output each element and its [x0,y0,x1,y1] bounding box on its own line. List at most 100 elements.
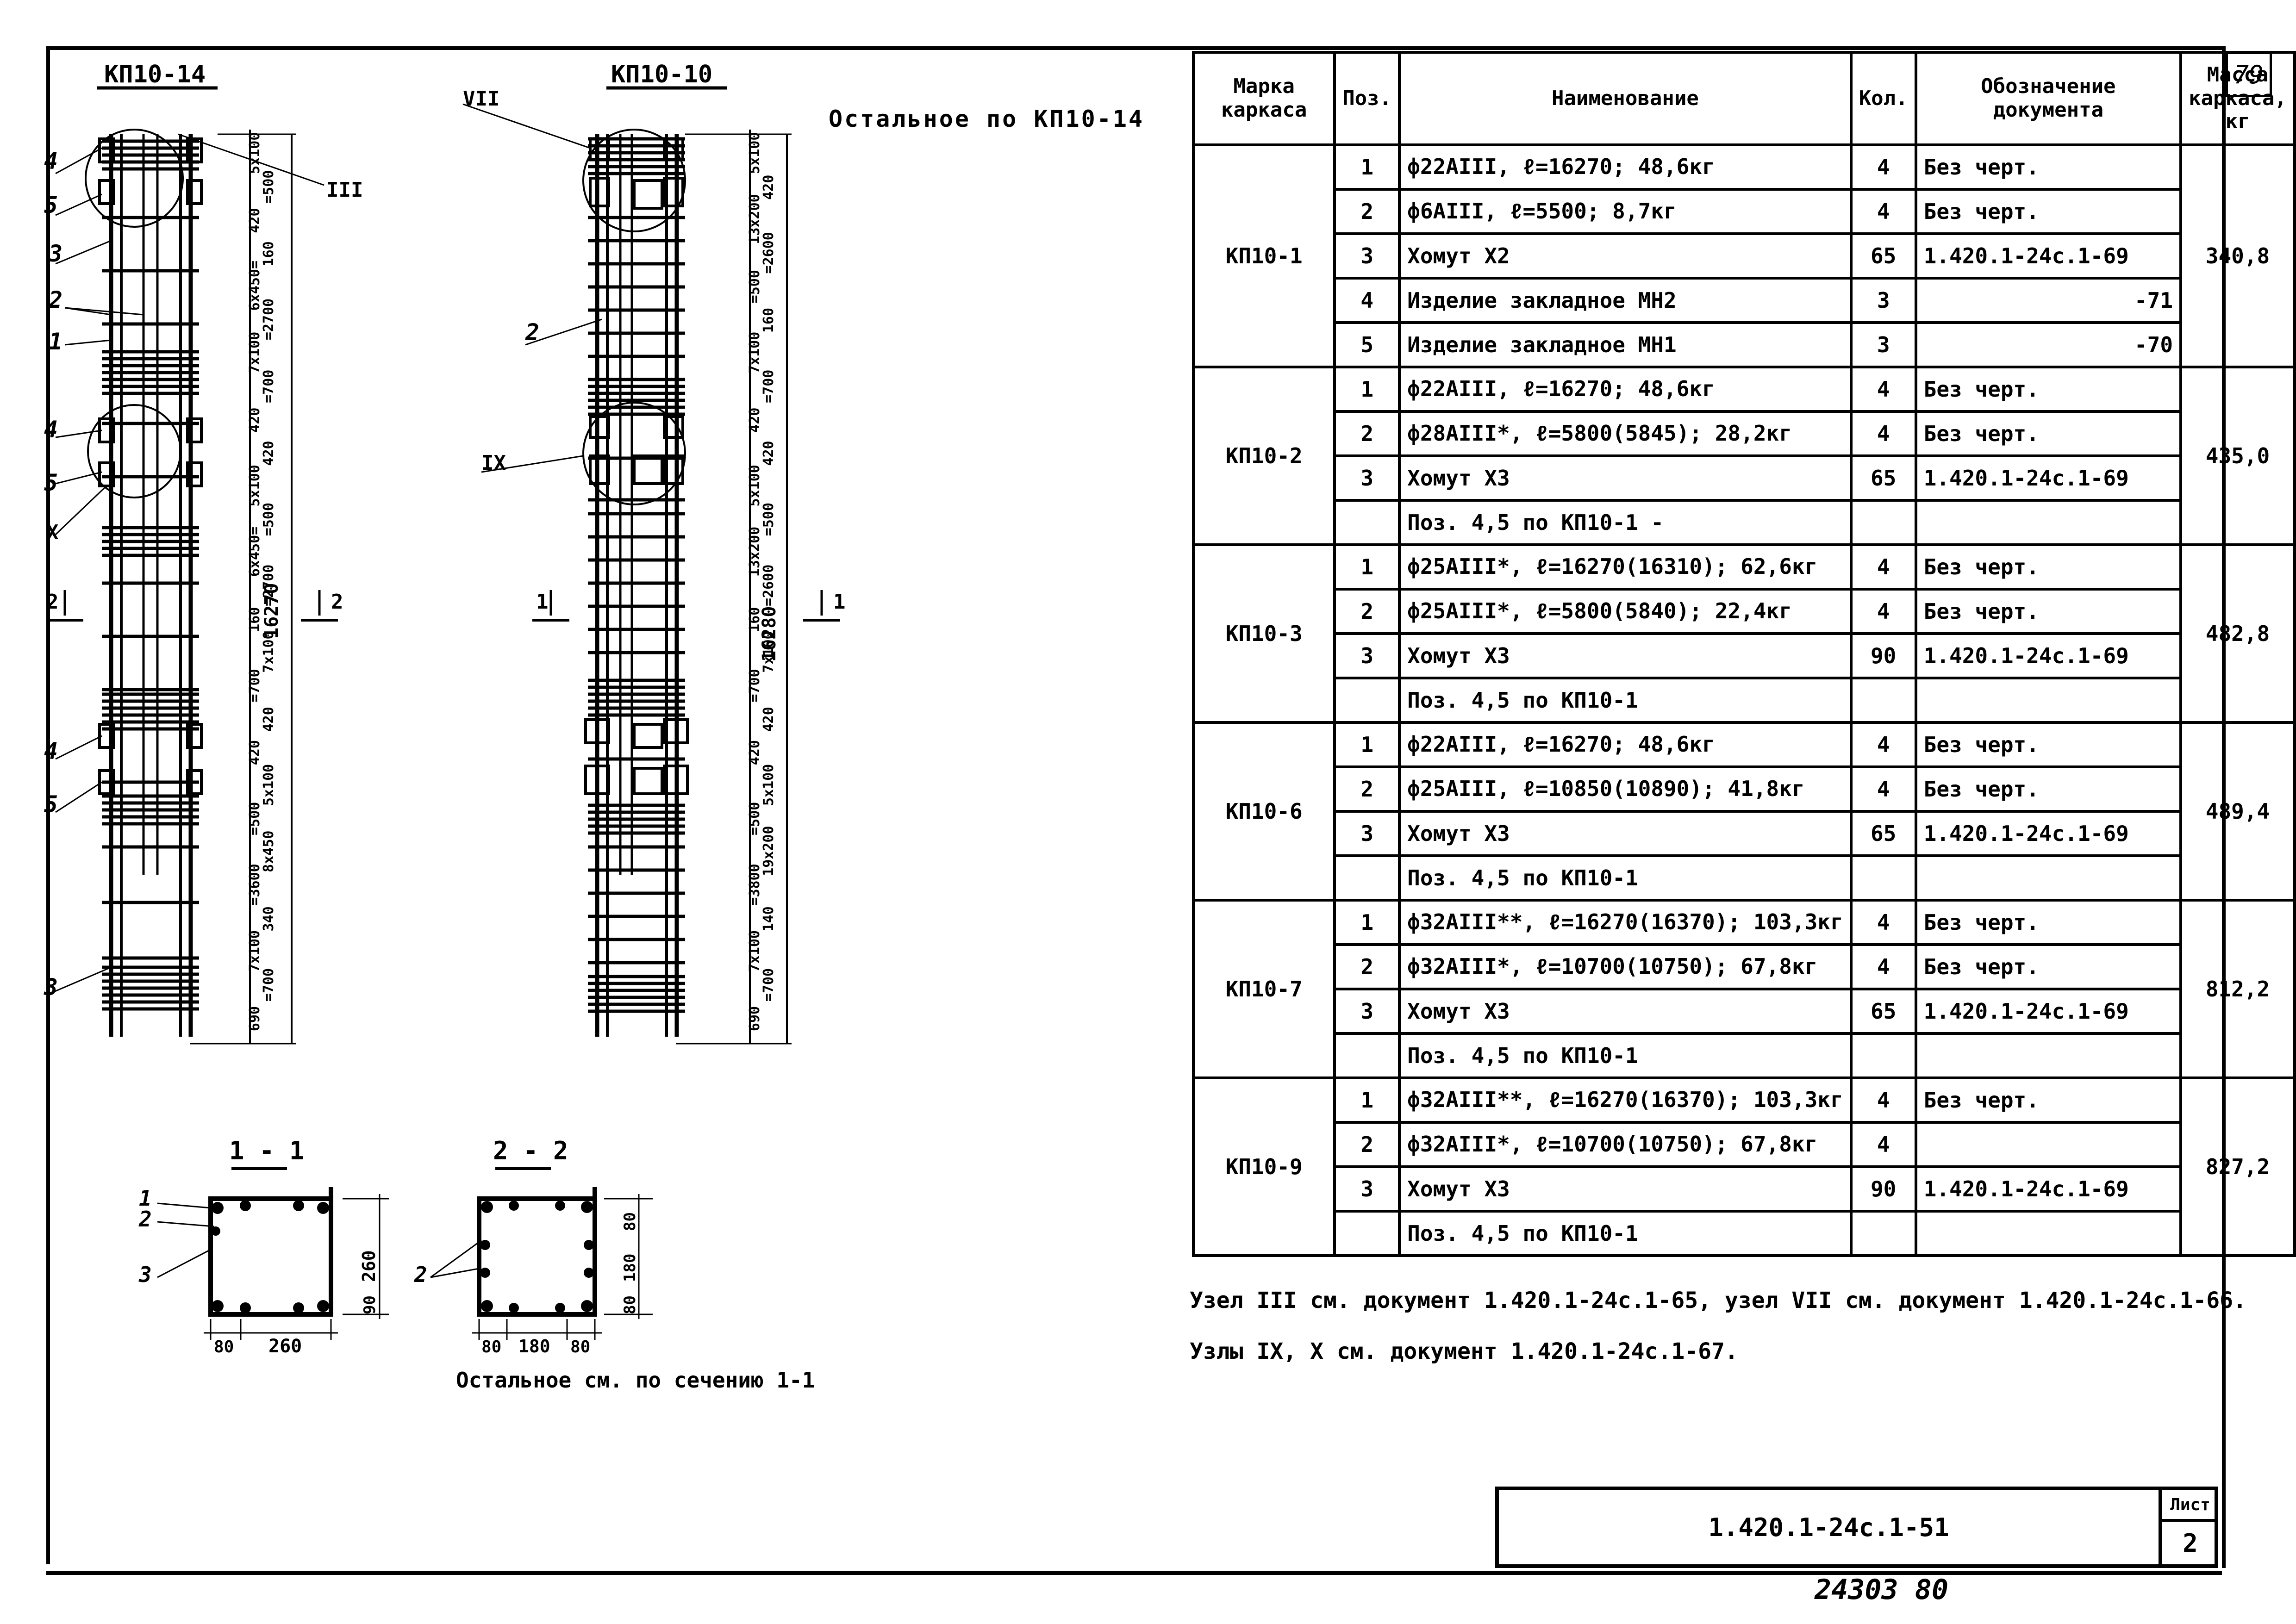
position [1333,1032,1401,1079]
sec-dim: 80 [481,1338,501,1356]
col-header: Обозначение документа [1914,51,2183,146]
frame-mass: 489,4 [2179,721,2296,902]
sec-dim: 260 [359,1250,379,1282]
item-name: Поз. 4,5 по КП10-1 [1398,854,1853,902]
document-designation: Без черт. [1914,143,2183,191]
item-name: Поз. 4,5 по КП10-1 [1398,677,1853,724]
document-designation: Без черт. [1914,188,2183,235]
dimension-label: 420 [247,408,263,433]
item-name: Хомут Х3 [1398,454,1853,502]
frame-mark: КП10-2 [1192,366,1336,546]
dimension-label: 7x100 [747,332,763,373]
position: 5 [1333,321,1401,368]
dimension-label: 5x100 [247,465,263,506]
position: 1 [1333,1076,1401,1124]
position: 2 [1333,765,1401,813]
quantity: 4 [1849,410,1917,457]
document-designation: 1.420.1-24с.1-69 [1914,1165,2183,1213]
document-designation [1914,1032,2183,1079]
dimension-label: 13x200 [747,527,763,577]
position: 2 [1333,943,1401,990]
dimension-label: 19x200 [761,826,777,876]
item-name: ф32АIII**, ℓ=16270(16370); 103,3кг [1398,1076,1853,1124]
item-name: Хомут Х3 [1398,632,1853,679]
position: 2 [1333,410,1401,457]
dimension-label: 160 [247,607,263,632]
drawing-area: КП10-14 КП10-10 4 5 3 2 1 4 5 X 4 5 3 II… [44,61,846,1357]
node-label: IX [481,451,506,475]
item-name: Поз. 4,5 по КП10-1 [1398,1210,1853,1257]
position: 1 [1333,143,1401,191]
sec-dim: 260 [268,1336,302,1357]
document-designation: Без черт. [1914,765,2183,813]
col-header: Масса каркаса, кг [2179,51,2296,146]
item-name: ф28АIII*, ℓ=5800(5845); 28,2кг [1398,410,1853,457]
dimension-label: =700 [761,370,777,403]
document-designation: Без черт. [1914,543,2183,591]
quantity: 4 [1849,765,1917,813]
pos-label: 4 [44,738,58,765]
col-header: Кол. [1849,51,1917,146]
frame-mass: 340,8 [2179,143,2296,368]
pos-label: 5 [44,469,58,496]
dimension-label: =500 [261,503,277,536]
document-designation: 1.420.1-24с.1-69 [1914,454,2183,502]
pos-label: 4 [44,416,58,443]
pos-label: 5 [44,791,58,818]
document-designation: Без черт. [1914,721,2183,768]
document-designation [1914,1121,2183,1168]
notes: Узел III см. документ 1.420.1-24с.1-65, … [1190,1275,2246,1377]
document-designation: Без черт. [1914,1076,2183,1124]
frame-mass: 812,2 [2179,899,2296,1079]
sec-dim: 180 [518,1336,550,1356]
document-designation: -71 [1914,277,2183,324]
dimension-label: =700 [247,669,263,702]
quantity [1849,1032,1917,1079]
dimension-label: 420 [261,707,277,732]
dimension-label: 420 [261,441,277,466]
document-designation: 1.420.1-24с.1-69 [1914,232,2183,280]
document-designation [1914,677,2183,724]
dimension-label: 340 [261,906,277,931]
dimension-label: =700 [261,968,277,1002]
item-name: ф25АIII*, ℓ=5800(5840); 22,4кг [1398,588,1853,635]
position: 1 [1333,366,1401,413]
dimension-label: 420 [247,740,263,765]
frame-mass: 435,0 [2179,366,2296,546]
dimension-label: 7x100 [761,631,777,672]
dimension-label: 420 [761,441,777,466]
table-row: Поз. 4,5 по КП10-1 [1193,1032,2295,1079]
frame-mark: КП10-3 [1192,543,1336,724]
dimension-label: 160 [761,308,777,333]
quantity: 65 [1849,810,1917,857]
node-label: X [46,521,59,544]
sec-dim: 180 [621,1254,639,1282]
dimension-label: 690 [247,1006,263,1031]
quantity: 4 [1849,899,1917,946]
dimension-label: 7x100 [261,631,277,672]
quantity: 4 [1849,543,1917,591]
document-designation: -70 [1914,321,2183,368]
sec-dim: 80 [621,1212,639,1231]
dimension-label: =3800 [747,864,763,905]
item-name: Хомут Х2 [1398,232,1853,280]
frame-mark: КП10-9 [1192,1076,1336,1257]
document-designation: Без черт. [1914,410,2183,457]
dimension-label: =700 [761,968,777,1002]
dimension-label: =2700 [261,565,277,606]
pos-label: 4 [44,148,58,174]
quantity [1849,854,1917,902]
pos-label: 2 [525,319,539,346]
dimension-label: =700 [747,669,763,702]
sec-dim: 90 [361,1295,379,1314]
quantity: 90 [1849,632,1917,679]
table-row: Поз. 4,5 по КП10-1 [1193,854,2295,902]
sec-dim: 80 [570,1338,590,1356]
dimension-label: 5x100 [247,132,263,174]
